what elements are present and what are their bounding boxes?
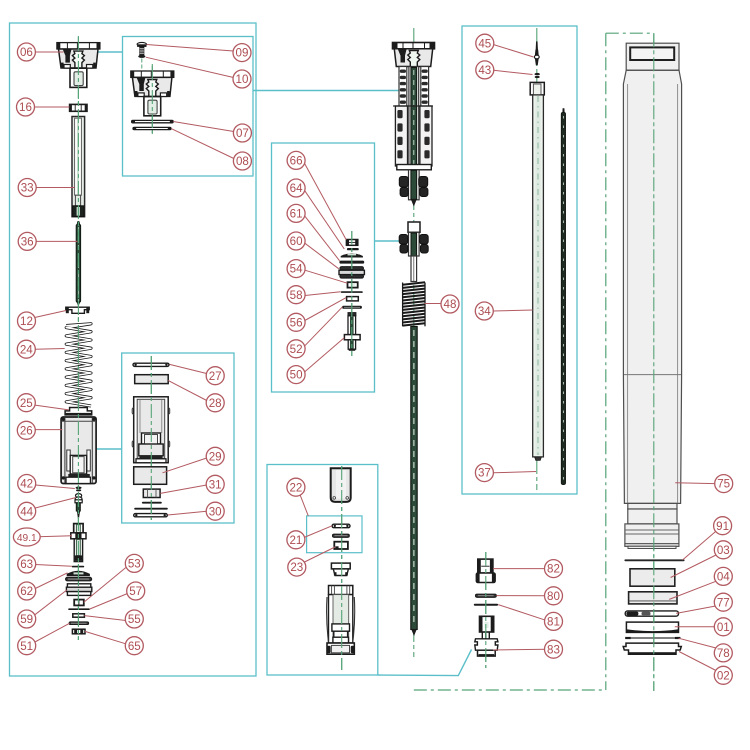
svg-text:54: 54 bbox=[290, 263, 303, 276]
svg-text:36: 36 bbox=[21, 236, 34, 249]
svg-text:53: 53 bbox=[128, 558, 141, 571]
svg-text:48: 48 bbox=[444, 298, 457, 311]
svg-text:80: 80 bbox=[547, 590, 560, 603]
svg-text:57: 57 bbox=[129, 585, 142, 598]
svg-text:82: 82 bbox=[547, 563, 560, 576]
svg-text:25: 25 bbox=[20, 397, 33, 410]
svg-text:09: 09 bbox=[236, 47, 249, 60]
svg-text:58: 58 bbox=[290, 289, 303, 302]
svg-text:59: 59 bbox=[20, 613, 33, 626]
svg-text:42: 42 bbox=[20, 478, 33, 491]
svg-text:12: 12 bbox=[20, 315, 33, 328]
svg-text:61: 61 bbox=[290, 208, 303, 221]
svg-text:77: 77 bbox=[717, 596, 730, 609]
svg-text:31: 31 bbox=[209, 478, 222, 491]
svg-text:30: 30 bbox=[209, 505, 222, 518]
svg-text:52: 52 bbox=[290, 343, 303, 356]
svg-text:75: 75 bbox=[717, 478, 730, 491]
svg-text:65: 65 bbox=[128, 640, 141, 653]
svg-text:45: 45 bbox=[478, 37, 491, 50]
svg-text:33: 33 bbox=[21, 182, 34, 195]
svg-text:49.1: 49.1 bbox=[17, 533, 37, 544]
svg-text:22: 22 bbox=[289, 481, 302, 494]
svg-text:34: 34 bbox=[478, 305, 491, 318]
svg-text:56: 56 bbox=[290, 316, 303, 329]
svg-text:27: 27 bbox=[209, 370, 222, 383]
svg-text:83: 83 bbox=[547, 643, 560, 656]
svg-text:04: 04 bbox=[717, 571, 730, 584]
svg-text:66: 66 bbox=[290, 155, 303, 168]
svg-text:78: 78 bbox=[717, 647, 730, 660]
svg-text:03: 03 bbox=[717, 544, 730, 557]
svg-text:06: 06 bbox=[20, 46, 33, 59]
svg-text:07: 07 bbox=[236, 127, 249, 140]
svg-text:51: 51 bbox=[20, 640, 33, 653]
svg-text:29: 29 bbox=[209, 450, 222, 463]
svg-text:64: 64 bbox=[290, 182, 303, 195]
svg-text:10: 10 bbox=[236, 73, 249, 86]
svg-text:28: 28 bbox=[209, 397, 222, 410]
svg-text:55: 55 bbox=[128, 613, 141, 626]
svg-text:23: 23 bbox=[290, 561, 303, 574]
svg-text:81: 81 bbox=[547, 616, 560, 629]
svg-text:60: 60 bbox=[290, 235, 303, 248]
svg-text:91: 91 bbox=[716, 520, 729, 533]
svg-text:01: 01 bbox=[717, 621, 730, 634]
svg-text:62: 62 bbox=[20, 585, 33, 598]
svg-text:08: 08 bbox=[236, 155, 249, 168]
svg-text:44: 44 bbox=[20, 505, 33, 518]
svg-text:50: 50 bbox=[290, 369, 303, 382]
svg-text:26: 26 bbox=[20, 424, 33, 437]
svg-text:16: 16 bbox=[19, 101, 32, 114]
svg-text:21: 21 bbox=[289, 534, 302, 547]
svg-text:43: 43 bbox=[478, 64, 491, 77]
svg-text:37: 37 bbox=[478, 467, 491, 480]
svg-text:02: 02 bbox=[717, 669, 730, 682]
svg-text:24: 24 bbox=[20, 343, 33, 356]
svg-text:63: 63 bbox=[20, 558, 33, 571]
